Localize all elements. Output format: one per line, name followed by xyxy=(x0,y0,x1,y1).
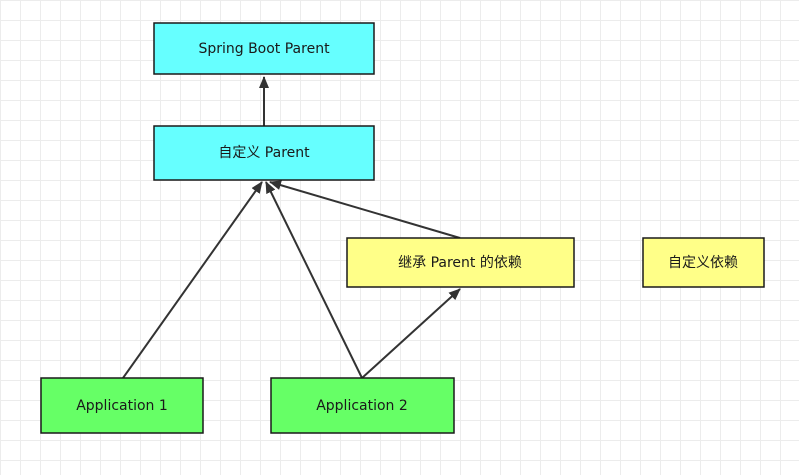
node-custom-deps[interactable]: 自定义依赖 xyxy=(642,237,765,288)
edge-application-2-to-inherit-deps xyxy=(361,288,461,379)
node-box xyxy=(642,237,765,288)
edges xyxy=(122,76,461,379)
node-label: Application 1 xyxy=(76,398,168,414)
node-application-1[interactable]: Application 1 xyxy=(40,377,204,434)
node-box xyxy=(270,377,455,434)
node-inherit-parent-deps[interactable]: 继承 Parent 的依赖 xyxy=(346,237,575,288)
node-box xyxy=(153,125,375,181)
node-label: Spring Boot Parent xyxy=(198,41,330,57)
edge-application-2-to-custom-parent xyxy=(265,181,363,379)
node-label: 自定义 Parent xyxy=(218,145,310,161)
node-label: 继承 Parent 的依赖 xyxy=(398,255,522,271)
edge-inherit-deps-to-custom-parent xyxy=(269,180,461,239)
node-spring-boot-parent[interactable]: Spring Boot Parent xyxy=(153,22,375,75)
node-custom-parent[interactable]: 自定义 Parent xyxy=(153,125,375,181)
node-label: 自定义依赖 xyxy=(668,255,738,271)
node-application-2[interactable]: Application 2 xyxy=(270,377,455,434)
edge-application-1-to-custom-parent xyxy=(122,181,263,379)
node-box xyxy=(346,237,575,288)
node-box xyxy=(153,22,375,75)
node-label: Application 2 xyxy=(316,398,408,414)
node-box xyxy=(40,377,204,434)
